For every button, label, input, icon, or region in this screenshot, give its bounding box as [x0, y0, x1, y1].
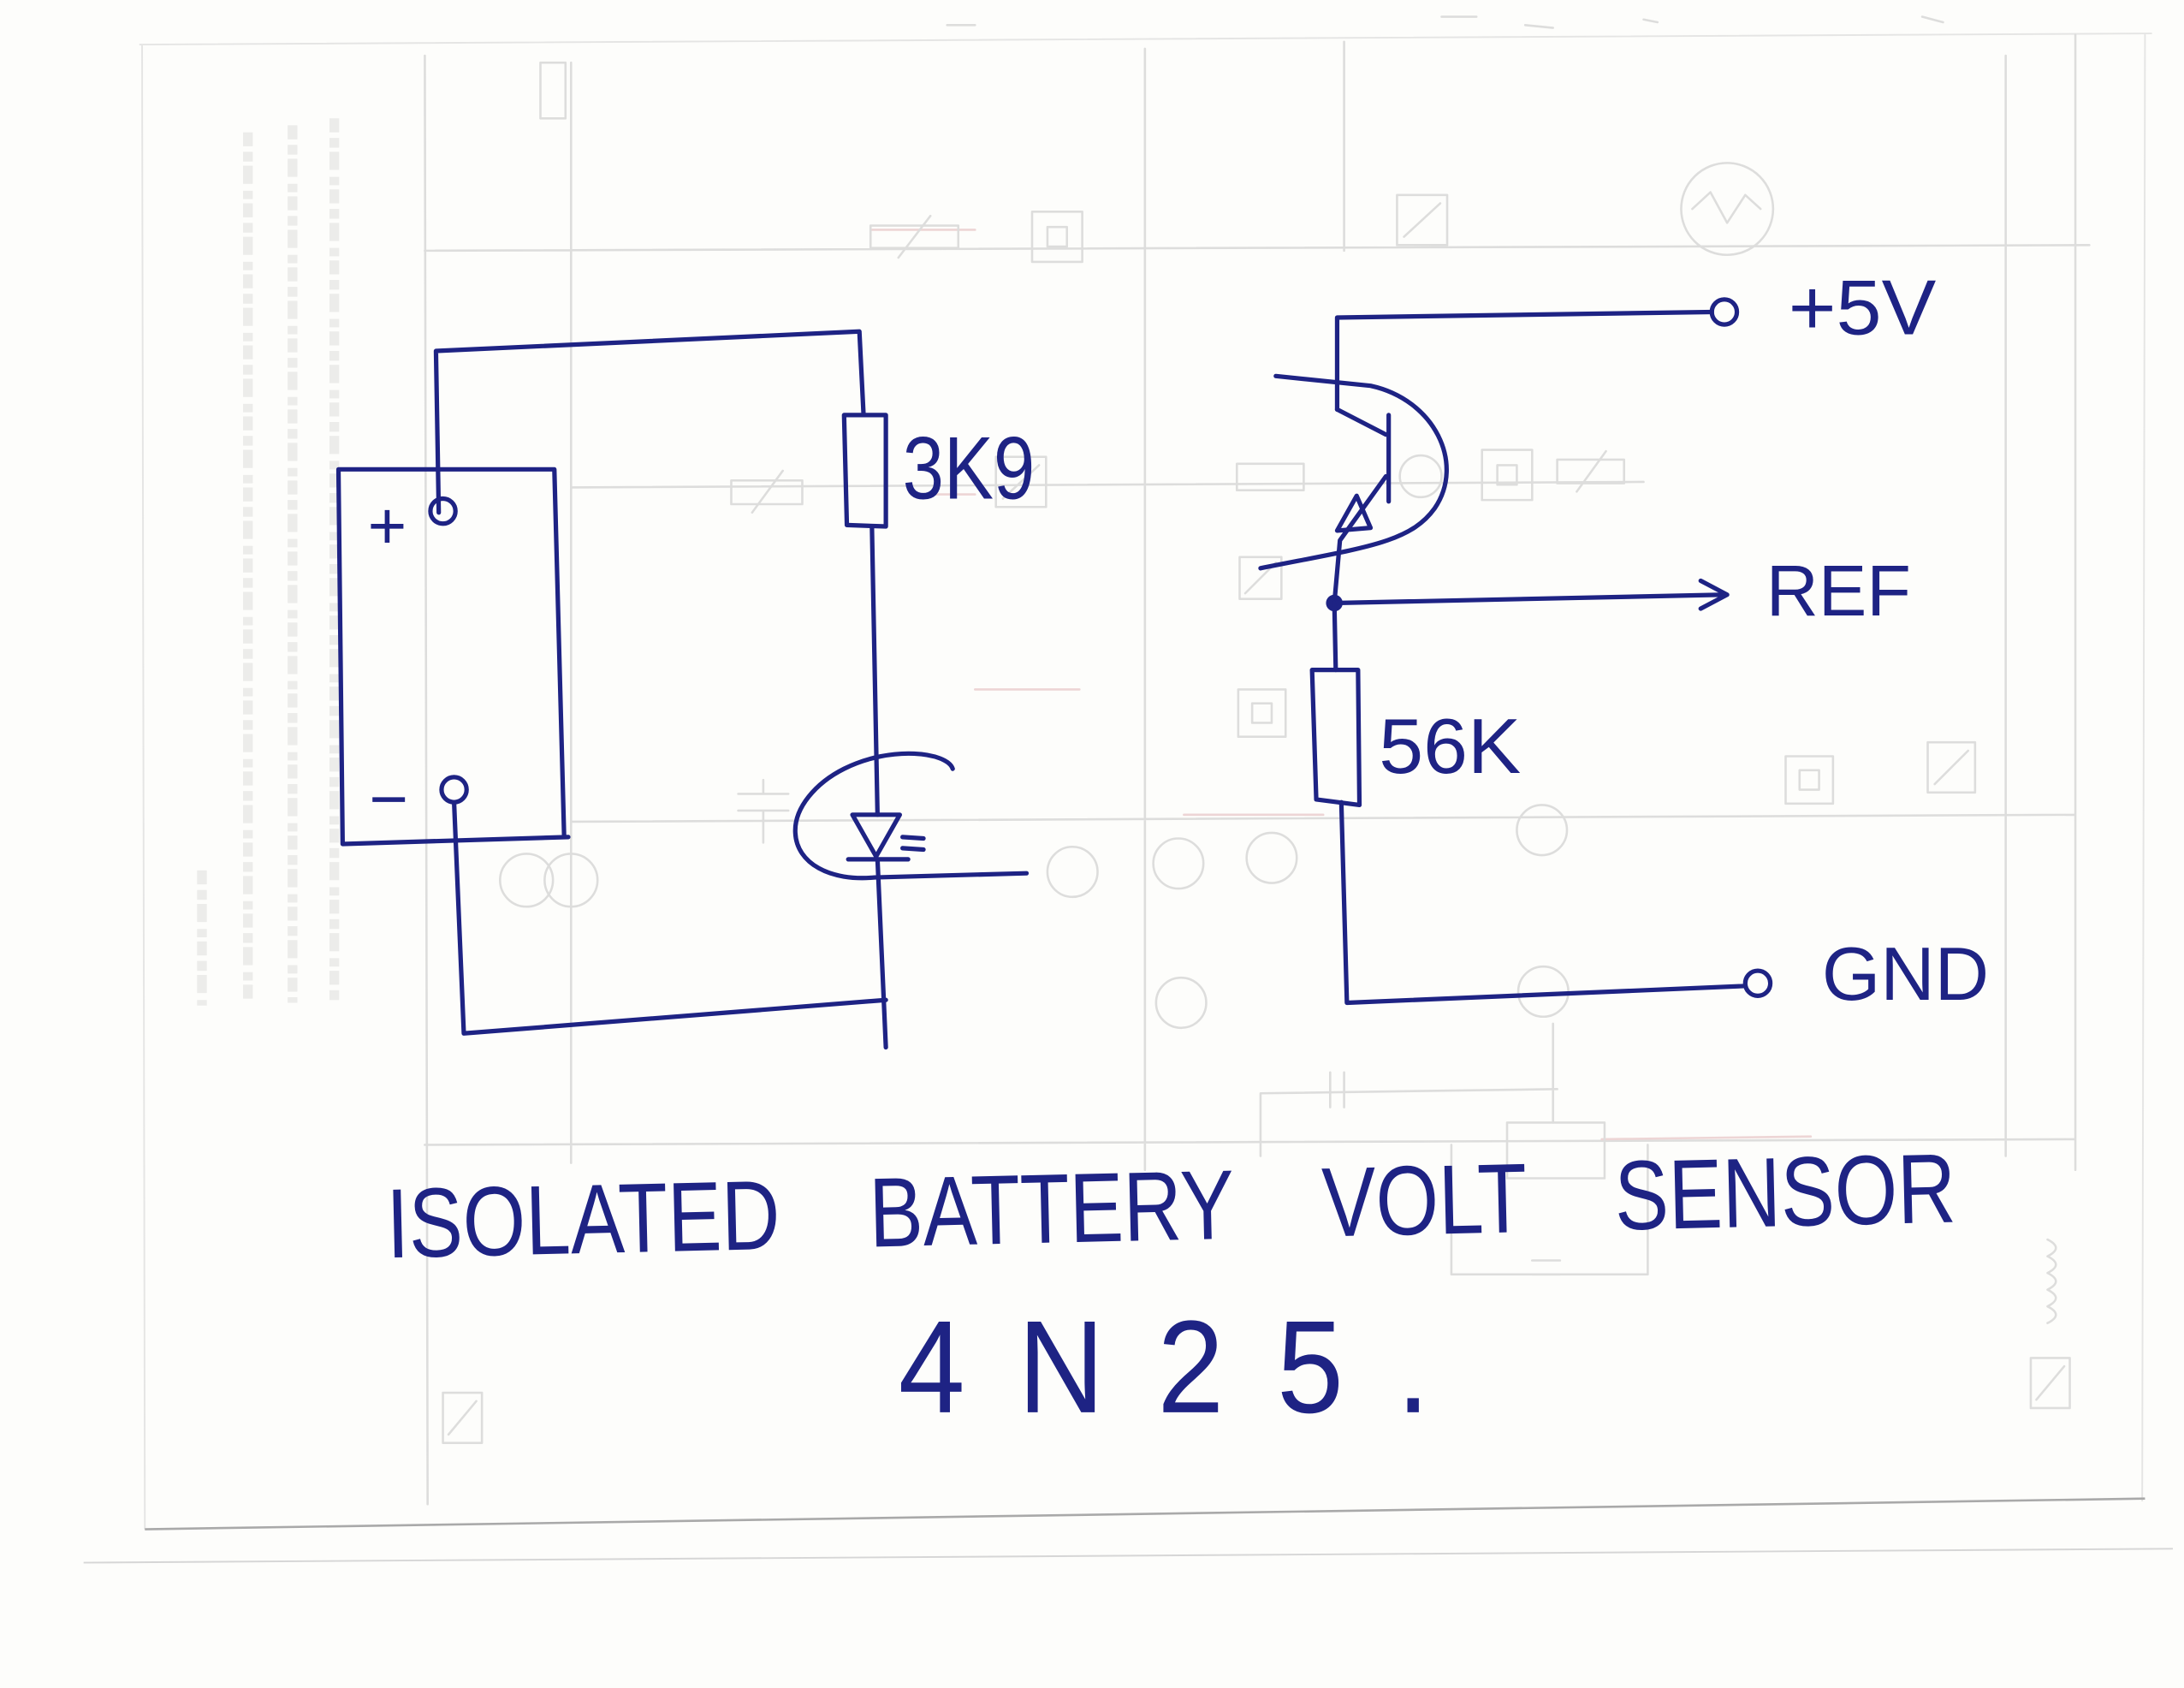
ground-terminal-label: GND — [1822, 931, 1989, 1016]
resistor-56k — [1309, 668, 1362, 808]
ghost-page-frame — [139, 33, 2152, 1530]
phototransistor-collector — [1334, 407, 1389, 437]
supply-terminal-label: +5V — [1789, 265, 1937, 352]
ghost-terminal — [2029, 1357, 2071, 1410]
ghost-pad — [1046, 225, 1069, 248]
ref-output-label: REF — [1766, 550, 1911, 631]
ghost-pin — [1046, 845, 1099, 899]
ghost-pin — [1398, 454, 1443, 499]
negative-return-wire — [451, 799, 888, 1036]
ghost-pad — [539, 61, 567, 120]
phototransistor-emitter — [1332, 473, 1389, 606]
ghost-resistor — [1235, 462, 1305, 492]
ghost-terminal — [1926, 740, 1977, 794]
ghost-ac-wave — [1691, 191, 1762, 224]
phototransistor-output-circuit: +5V REF 56K GND — [1258, 265, 1989, 1016]
ghost-resistor-trim — [751, 469, 784, 514]
battery-box — [335, 467, 571, 847]
ghost-pad — [1784, 755, 1835, 805]
ghost-pin — [1152, 837, 1205, 890]
ghost-resistor — [730, 479, 804, 506]
emitter-to-resistor-wire — [1332, 600, 1338, 673]
ghost-resistor-trim — [1576, 449, 1607, 493]
battery-positive-label: + — [368, 488, 407, 563]
ghost-pad — [1798, 769, 1820, 791]
emitter-arrow — [1334, 493, 1374, 533]
ghost-pad — [1496, 464, 1518, 486]
paper-bottom-edge — [83, 1548, 2173, 1564]
optocoupler-transistor-outline — [1258, 373, 1449, 571]
battery-negative-label: − — [369, 761, 408, 836]
ghost-resistor — [1505, 1121, 1606, 1180]
ghost-capacitor — [737, 778, 1562, 1276]
ghost-pad — [1030, 211, 1083, 264]
ghost-pin — [543, 853, 599, 908]
page-bottom-border — [145, 1497, 2145, 1530]
battery-positive-terminal — [428, 496, 458, 526]
ground-wire — [1338, 799, 1747, 1006]
led-anode-wire — [869, 524, 880, 817]
ghost-pad — [1237, 688, 1287, 739]
supply-terminal — [1709, 297, 1740, 327]
ghost-pin — [1245, 831, 1298, 884]
supply-wire — [1334, 309, 1714, 412]
ghost-traces — [424, 33, 2091, 1506]
resistor-56k-label: 56K — [1379, 704, 1521, 790]
ref-wire — [1332, 592, 1727, 606]
ghost-terminal — [442, 1391, 484, 1444]
ghost-resistor — [1556, 458, 1626, 484]
ghost-terminal — [1396, 193, 1449, 247]
ghost-terminal — [994, 455, 1047, 508]
ghost-pin — [1516, 804, 1569, 857]
ghost-red-traces — [869, 229, 1813, 1141]
ghost-terminal-slash — [447, 1400, 478, 1436]
ghost-text-lines — [197, 118, 340, 1006]
optocoupler-led-outline — [792, 751, 1030, 881]
part-number: 4N25. — [899, 1294, 1483, 1441]
ghost-resistor-trim — [897, 214, 932, 259]
ghost-specks — [946, 15, 1944, 29]
ghost-ac-source — [1680, 162, 1775, 257]
positive-supply-wire — [433, 329, 866, 515]
ghost-resistor — [869, 224, 960, 249]
ghost-pad — [1250, 702, 1273, 724]
led-cathode-wire — [875, 857, 888, 1050]
ground-terminal — [1742, 968, 1773, 998]
ghost-terminal-slash — [1001, 464, 1041, 500]
ghost-terminal-slash — [1933, 749, 1970, 786]
ghost-terminal-slash — [1403, 202, 1442, 238]
resistor-3k9 — [841, 413, 888, 529]
ref-arrow — [1698, 578, 1730, 611]
led-input-circuit: + − 3K9 — [335, 329, 1036, 1050]
ghost-pin — [1154, 976, 1208, 1030]
ghost-terminal — [1238, 556, 1283, 600]
resistor-3k9-label: 3K9 — [903, 419, 1036, 519]
ghost-inductor — [2046, 1238, 2057, 1325]
ghost-pin — [498, 853, 555, 908]
led-emission-marks — [900, 835, 926, 853]
ghost-pad — [1481, 449, 1534, 502]
show-through-layer — [139, 15, 2152, 1530]
ghost-terminal-slash — [2035, 1364, 2066, 1401]
